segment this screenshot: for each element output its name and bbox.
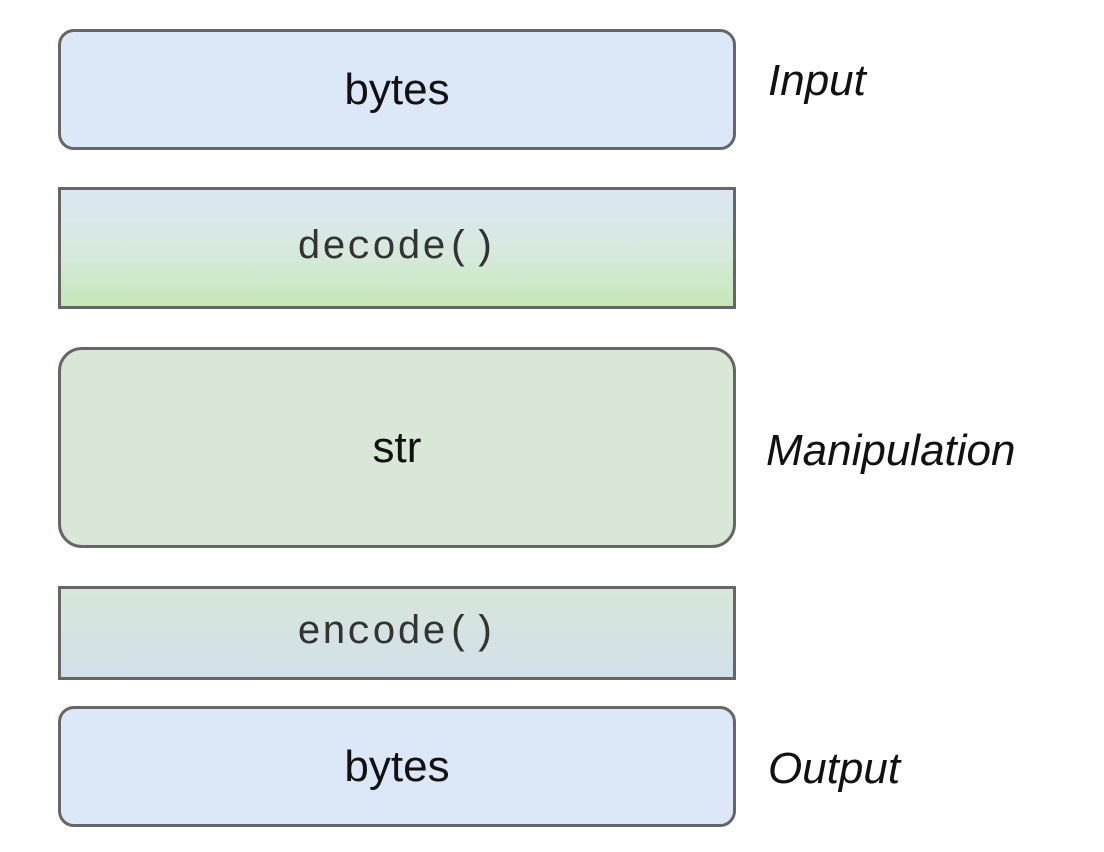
encode-step-box: encode() (58, 586, 736, 680)
input-bytes-box: bytes (58, 29, 736, 150)
input-bytes-label: bytes (344, 64, 450, 114)
encode-label: encode() (296, 610, 498, 656)
manipulation-stage-label: Manipulation (766, 426, 1016, 475)
output-bytes-label: bytes (344, 741, 450, 791)
str-box: str (58, 347, 736, 548)
str-label: str (372, 422, 422, 472)
decode-step-box: decode() (58, 187, 736, 309)
input-stage-label: Input (768, 56, 866, 105)
output-stage-label: Output (768, 744, 901, 793)
decode-label: decode() (296, 225, 498, 271)
output-bytes-box: bytes (58, 706, 736, 827)
